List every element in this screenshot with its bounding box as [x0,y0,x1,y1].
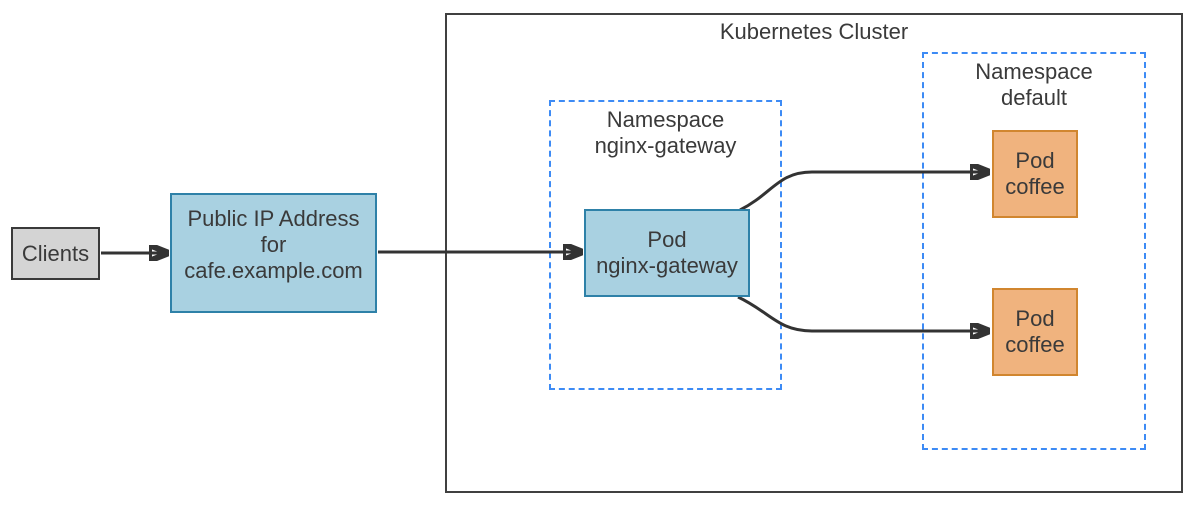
pod-coffee-bottom-node: Pod coffee [992,288,1078,376]
clients-label: Clients [21,240,90,266]
kubernetes-cluster-title: Kubernetes Cluster [719,19,909,44]
pod-nginx-gateway-label: Pod nginx-gateway [596,227,738,278]
namespace-default-box: Namespace default [922,52,1146,450]
pod-coffee-bottom-label: Pod coffee [1005,306,1065,357]
namespace-nginx-gateway-box: Namespace nginx-gateway [549,100,782,390]
pod-coffee-top-label: Pod coffee [1005,148,1065,199]
namespace-default-label: Namespace default [975,59,1093,110]
namespace-nginx-gateway-label: Namespace nginx-gateway [594,107,737,158]
pod-coffee-top-node: Pod coffee [992,130,1078,218]
public-ip-node: Public IP Address for cafe.example.com [170,193,377,313]
clients-node: Clients [11,227,100,280]
public-ip-label: Public IP Address for cafe.example.com [184,206,363,283]
pod-nginx-gateway-node: Pod nginx-gateway [584,209,750,297]
